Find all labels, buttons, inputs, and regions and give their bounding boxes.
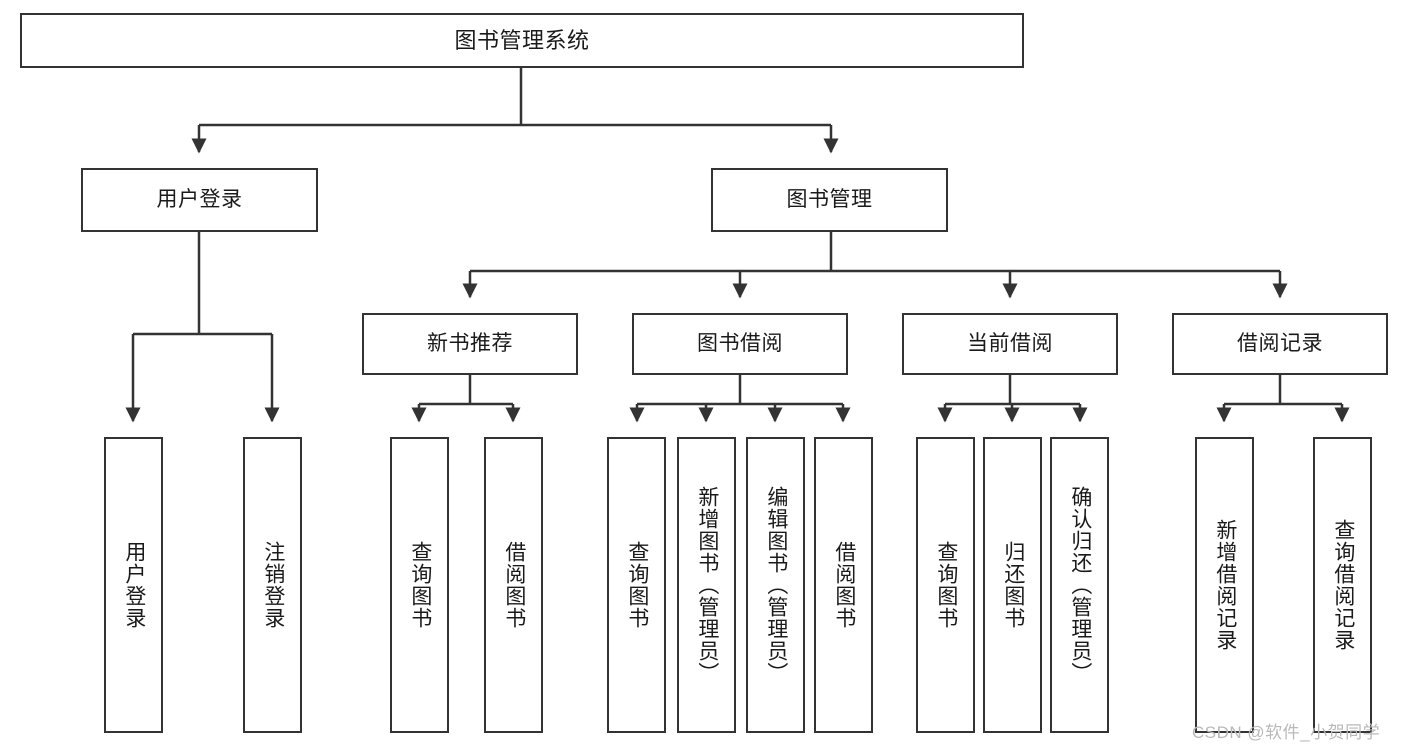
leaf-borrow-book-recommend[interactable]: 借阅图书	[484, 437, 543, 733]
node-label: 新书推荐	[427, 331, 513, 355]
node-label: 新增图书（管理员）	[695, 486, 719, 684]
node-label: 归还图书	[1001, 541, 1025, 629]
node-label: 图书管理	[786, 187, 873, 211]
node-user-login[interactable]: 用户登录	[81, 168, 318, 232]
node-label: 图书管理系统	[454, 27, 590, 53]
leaf-return-book[interactable]: 归还图书	[983, 437, 1042, 733]
leaf-query-borrow-record[interactable]: 查询借阅记录	[1313, 437, 1372, 733]
leaf-confirm-return-admin[interactable]: 确认归还（管理员）	[1050, 437, 1109, 733]
node-label: 注销登录	[261, 541, 285, 629]
node-label: 新增借阅记录	[1213, 519, 1237, 651]
leaf-borrow-book[interactable]: 借阅图书	[814, 437, 873, 733]
csdn-watermark: CSDN @软件_小贺同学	[1192, 723, 1381, 742]
leaf-edit-book-admin[interactable]: 编辑图书（管理员）	[746, 437, 805, 733]
node-label: 借阅记录	[1237, 331, 1323, 355]
leaf-query-book-current[interactable]: 查询图书	[916, 437, 975, 733]
node-label: 查询图书	[934, 541, 958, 629]
leaf-add-book-admin[interactable]: 新增图书（管理员）	[677, 437, 736, 733]
node-label: 查询借阅记录	[1331, 519, 1355, 651]
node-label: 当前借阅	[967, 331, 1053, 355]
node-label: 用户登录	[156, 187, 243, 211]
node-label: 用户登录	[122, 541, 146, 629]
node-label: 借阅图书	[502, 541, 526, 629]
node-current-borrow[interactable]: 当前借阅	[902, 313, 1118, 375]
node-label: 确认归还（管理员）	[1068, 486, 1092, 684]
leaf-logout[interactable]: 注销登录	[243, 437, 302, 733]
node-book-management[interactable]: 图书管理	[711, 168, 948, 232]
node-root-book-management-system[interactable]: 图书管理系统	[20, 13, 1024, 68]
leaf-add-borrow-record[interactable]: 新增借阅记录	[1195, 437, 1254, 733]
node-borrow-record[interactable]: 借阅记录	[1172, 313, 1388, 375]
node-book-borrow[interactable]: 图书借阅	[632, 313, 848, 375]
node-new-book-recommend[interactable]: 新书推荐	[362, 313, 578, 375]
leaf-query-book-recommend[interactable]: 查询图书	[390, 437, 449, 733]
node-label: 图书借阅	[697, 331, 783, 355]
node-label: 查询图书	[408, 541, 432, 629]
node-label: 查询图书	[625, 541, 649, 629]
leaf-user-login[interactable]: 用户登录	[104, 437, 163, 733]
node-label: 借阅图书	[832, 541, 856, 629]
node-label: 编辑图书（管理员）	[764, 486, 788, 684]
leaf-query-book-borrow[interactable]: 查询图书	[607, 437, 666, 733]
